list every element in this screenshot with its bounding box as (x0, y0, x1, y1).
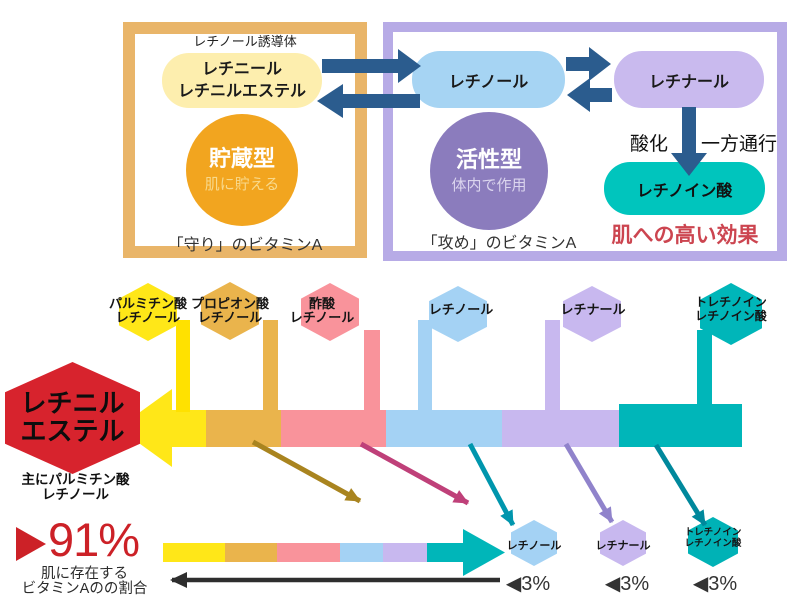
percent-caption-line2: ビタミンAのの割合 (21, 581, 148, 597)
mini-bar-retinal (383, 543, 427, 562)
skin-effect-label: 肌への高い効果 (611, 224, 759, 247)
oxidation-label: 酸化 (629, 134, 668, 155)
retinyl-ester-line2: レチニルエステル (177, 82, 306, 100)
small-percent-retinal: ◀3% (604, 573, 650, 595)
mini-bar-acetate (277, 543, 340, 562)
arrow-retinal-diagonal-icon (563, 442, 615, 524)
storage-type-circle: 貯蔵型 肌に貯える (186, 114, 298, 226)
arrow-segment-retinal (502, 410, 619, 447)
mini-bar-palmitate (163, 543, 225, 562)
arrow-segment-acetate (281, 410, 386, 447)
retinal-pill: レチナール (614, 51, 764, 108)
hexagon-retinol-label: レチノール (428, 302, 494, 317)
mini-hexagon-tretinoin-label: トレチノイン レチノイン酸 (684, 527, 742, 549)
arrow-segment-propionate (206, 410, 281, 447)
retinol-pill: レチノール (412, 51, 565, 108)
hexagon-tretinoin-label: トレチノイン レチノイン酸 (695, 295, 767, 323)
connector-bar-retinal (545, 320, 560, 412)
arrow-propionate-diagonal-icon (251, 439, 362, 504)
big-percent-value: 91% (48, 513, 140, 566)
mini-hexagon-retinol-label: レチノール (506, 540, 562, 552)
defensive-vitamin-caption: 「守り」のビタミンA (167, 237, 323, 254)
retinol-derivative-label: レチノール誘導体 (193, 34, 297, 49)
active-type-circle: 活性型 体内で作用 (430, 112, 548, 230)
retinoic-acid-pill: レチノイン酸 (604, 162, 765, 215)
arrow-segment-tretinoin (619, 404, 742, 447)
arrow-retinol-diagonal-icon (467, 442, 516, 527)
offensive-vitamin-caption: 「攻め」のビタミンA (421, 235, 577, 252)
percent-caption-line1: 肌に存在する (41, 566, 128, 582)
hexagon-palmitate-label: パルミチン酸 レチノール (108, 296, 187, 325)
arrow-tretinoin-diagonal-icon (653, 443, 708, 527)
mini-hexagon-retinal-label: レチナール (595, 540, 651, 552)
retinoic-acid-label: レチノイン酸 (636, 182, 733, 200)
mini-bar-retinol (340, 543, 383, 562)
mini-bar-tretinoin (427, 543, 465, 562)
small-percent-tretinoin: ◀3% (692, 573, 738, 595)
small-percent-retinol: ◀3% (505, 573, 551, 595)
retinyl-ester-hexagon: レチニル エステル (5, 362, 140, 474)
mini-bar-propionate (225, 543, 277, 562)
retinal-label: レチナール (648, 73, 729, 91)
ester-line1: レチニル (20, 388, 125, 419)
active-type-subtitle: 体内で作用 (451, 176, 527, 194)
storage-type-subtitle: 肌に貯える (204, 175, 280, 193)
arrow-segment-palmitate (172, 410, 206, 447)
arrow-acetate-diagonal-icon (359, 441, 470, 506)
connector-bar-acetate (364, 330, 380, 412)
percent-pointer-icon (16, 527, 46, 561)
ester-sub-caption: 主にパルミチン酸 レチノール (21, 472, 130, 502)
one-way-label: 一方通行 (701, 134, 778, 155)
connector-bar-tretinoin (697, 330, 712, 410)
ester-line2: エステル (20, 416, 125, 446)
retinyl-ester-line1: レチニール (201, 60, 282, 78)
connector-bar-palmitate (176, 320, 190, 412)
connector-bar-retinol (418, 320, 432, 412)
retinol-label: レチノール (448, 73, 529, 91)
storage-type-title: 貯蔵型 (208, 146, 275, 172)
connector-bar-propionate (263, 320, 278, 412)
hexagon-propionate-label: プロピオン酸 レチノール (190, 296, 269, 325)
active-type-title: 活性型 (455, 147, 522, 173)
hexagon-retinal-label: レチナール (560, 302, 626, 317)
retinyl-ester-pill: レチニール レチニルエステル (162, 53, 322, 108)
hexagon-acetate-label: 酢酸 レチノール (289, 296, 355, 325)
arrow-segment-retinol (386, 410, 502, 447)
